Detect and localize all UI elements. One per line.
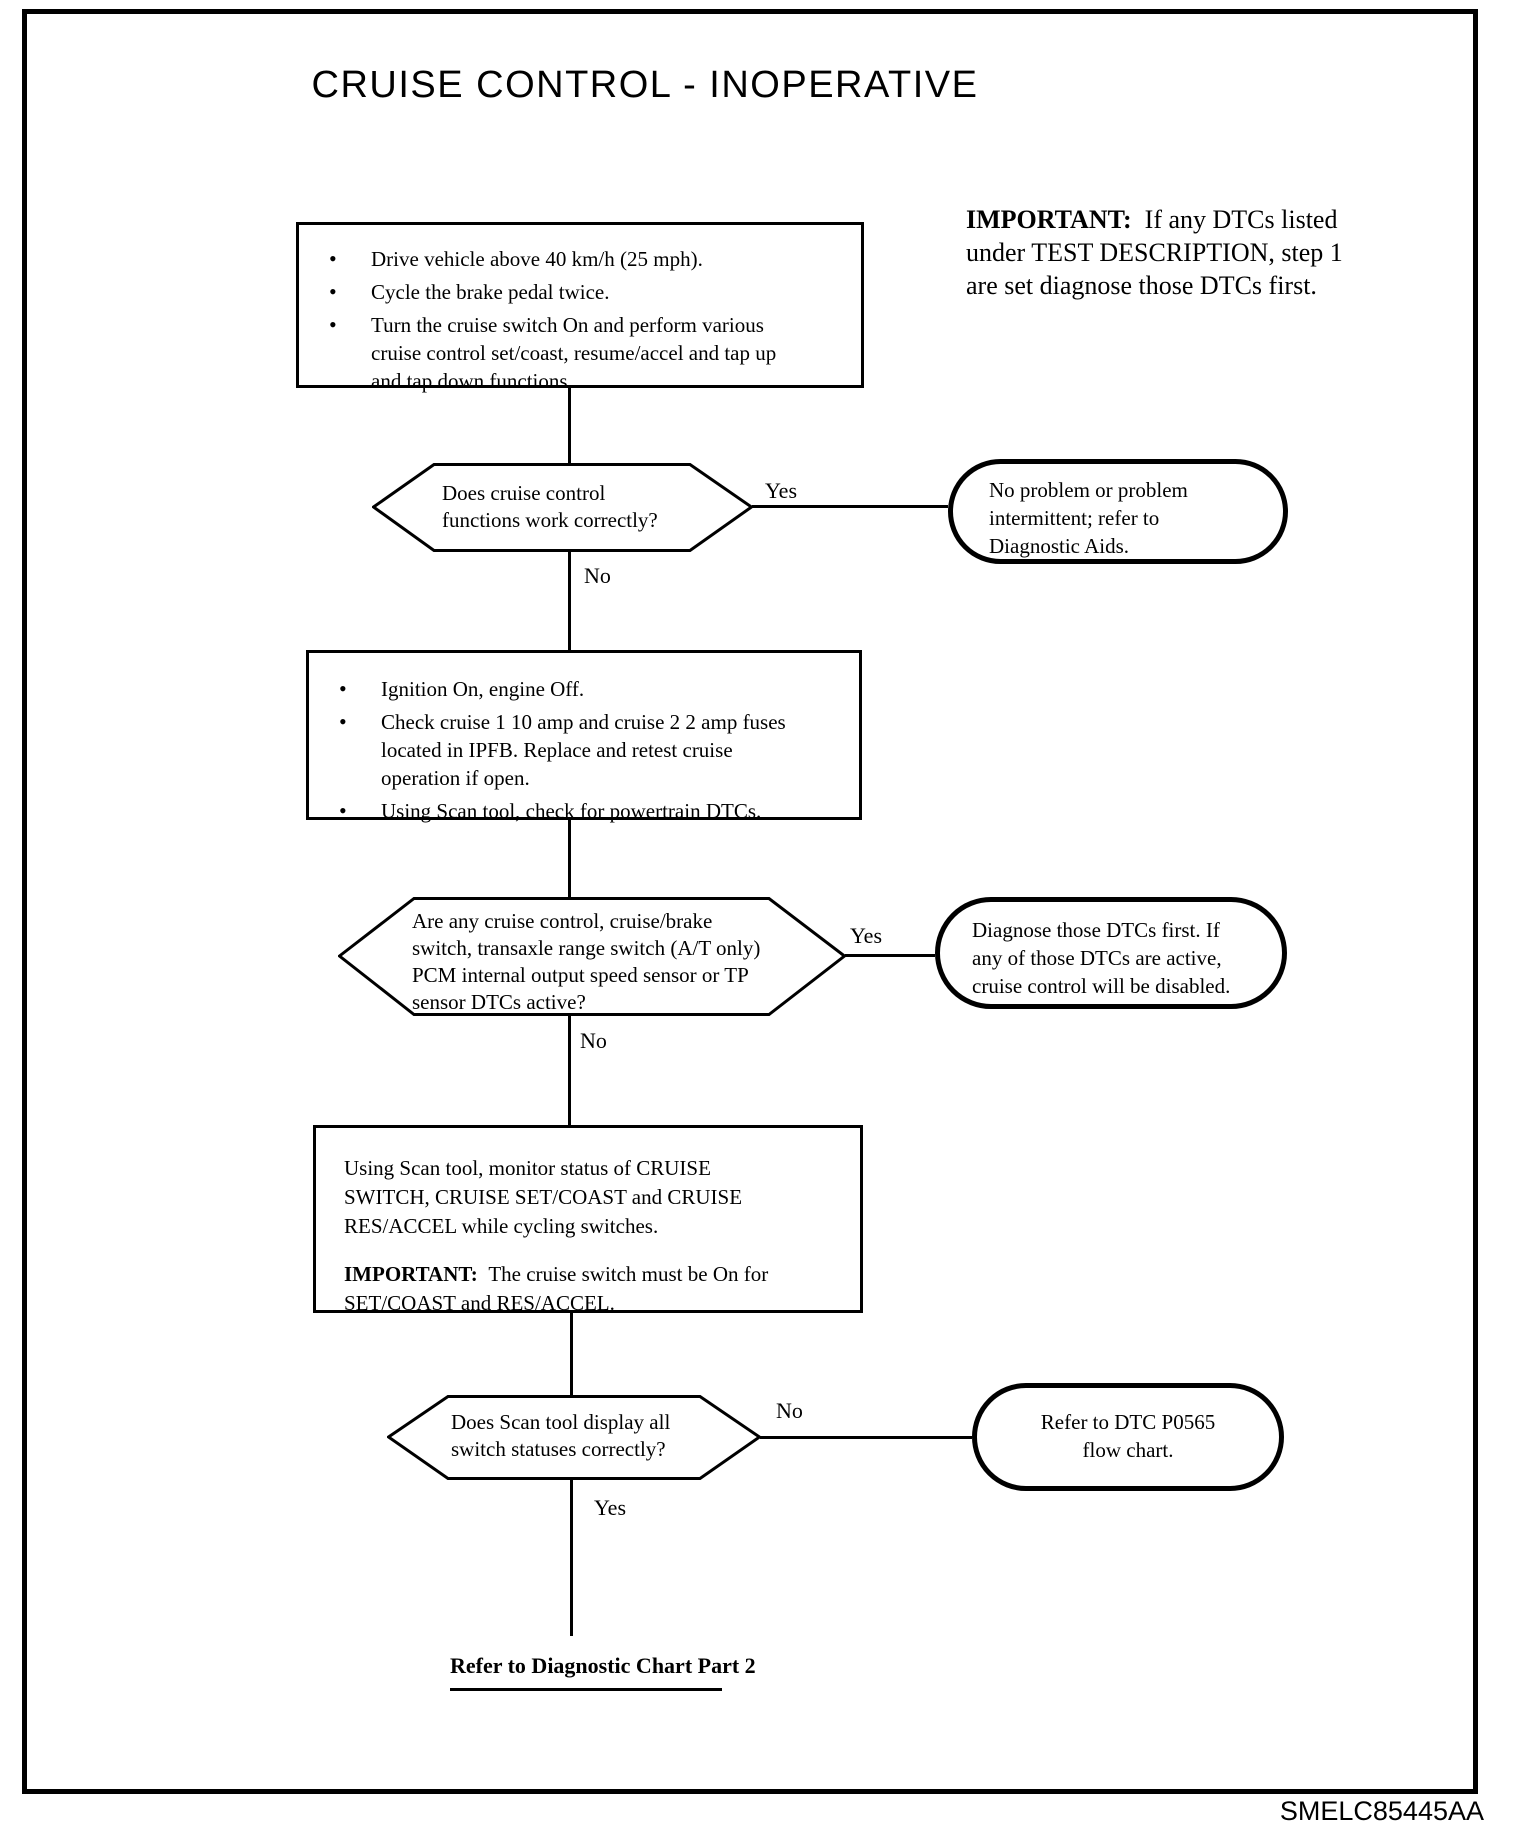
terminal1-stadium: No problem or problem intermittent; refe… xyxy=(948,459,1288,564)
step2-line: located in IPFB. Replace and retest crui… xyxy=(381,738,733,762)
bullet-icon: • xyxy=(339,676,347,701)
step2-line: Ignition On, engine Off. xyxy=(381,677,585,701)
terminal3-line: Refer to DTC P0565 xyxy=(1040,1410,1216,1434)
step3-line: RES/ACCEL while cycling switches. xyxy=(344,1214,659,1238)
important-note: IMPORTANT: If any DTCs listed under TEST… xyxy=(966,203,1396,302)
decision3-question: Does Scan tool display all switch status… xyxy=(451,1409,670,1463)
decision1-line: functions work correctly? xyxy=(442,508,658,532)
step2-box: • Ignition On, engine Off. • Check cruis… xyxy=(306,650,862,823)
decision3-yes-label: Yes xyxy=(594,1495,627,1520)
decision3-line: Does Scan tool display all xyxy=(451,1410,671,1434)
decision3-no-label: No xyxy=(776,1398,803,1423)
decision2-line: sensor DTCs active? xyxy=(412,990,586,1014)
terminal1-line: intermittent; refer to xyxy=(989,506,1160,530)
important-note-line-2: under TEST DESCRIPTION, step 1 xyxy=(966,238,1343,267)
bullet-icon: • xyxy=(329,246,337,271)
step1-line: and tap down functions. xyxy=(371,369,573,393)
step1-line: Drive vehicle above 40 km/h (25 mph). xyxy=(371,247,703,271)
terminal2-stadium: Diagnose those DTCs first. If any of tho… xyxy=(935,897,1287,1009)
connector-line xyxy=(760,1436,972,1439)
list-item: • Drive vehicle above 40 km/h (25 mph). xyxy=(329,245,847,273)
connector-line xyxy=(568,388,571,463)
step1-line: cruise control set/coast, resume/accel a… xyxy=(371,341,777,365)
terminal3-line: flow chart. xyxy=(1082,1438,1174,1462)
terminal3-stadium: Refer to DTC P0565 flow chart. xyxy=(972,1383,1284,1491)
step2-line: operation if open. xyxy=(381,766,530,790)
decision1-line: Does cruise control xyxy=(442,481,606,505)
decision2-no-label: No xyxy=(580,1028,607,1053)
step1-box: • Drive vehicle above 40 km/h (25 mph). … xyxy=(296,222,864,393)
decision3-hexagon: Does Scan tool display all switch status… xyxy=(387,1395,761,1480)
decision2-hexagon: Are any cruise control, cruise/brake swi… xyxy=(338,897,846,1016)
footer-reference: Refer to Diagnostic Chart Part 2 xyxy=(450,1653,756,1691)
terminal2-line: Diagnose those DTCs first. If xyxy=(972,918,1220,942)
list-item: • Turn the cruise switch On and perform … xyxy=(329,311,847,395)
decision3-line: switch statuses correctly? xyxy=(451,1437,666,1461)
decision1-hexagon: Does cruise control functions work corre… xyxy=(372,463,753,552)
important-note-label: IMPORTANT: xyxy=(966,205,1132,234)
step1-line: Turn the cruise switch On and perform va… xyxy=(371,313,764,337)
list-item: • Cycle the brake pedal twice. xyxy=(329,278,847,306)
connector-line xyxy=(570,1479,573,1636)
hexagon-shape xyxy=(372,463,753,552)
terminal2-line: cruise control will be disabled. xyxy=(972,974,1231,998)
decision2-yes-label: Yes xyxy=(850,923,883,948)
page-title: CRUISE CONTROL - INOPERATIVE xyxy=(311,64,979,106)
bullet-icon: • xyxy=(339,798,347,823)
decision2-line: switch, transaxle range switch (A/T only… xyxy=(412,936,761,960)
terminal2-line: any of those DTCs are active, xyxy=(972,946,1222,970)
decision2-question: Are any cruise control, cruise/brake swi… xyxy=(412,908,760,1016)
connector-line xyxy=(845,954,935,957)
step1-line: Cycle the brake pedal twice. xyxy=(371,280,610,304)
hexagon-shape xyxy=(338,897,846,1016)
step3-box: Using Scan tool, monitor status of CRUIS… xyxy=(313,1125,863,1315)
decision2-line: PCM internal output speed sensor or TP xyxy=(412,963,749,987)
important-note-line-3: are set diagnose those DTCs first. xyxy=(966,271,1317,300)
decision1-no-label: No xyxy=(584,563,611,588)
step2-line: Check cruise 1 10 amp and cruise 2 2 amp… xyxy=(381,710,786,734)
step3-paragraph: Using Scan tool, monitor status of CRUIS… xyxy=(344,1154,840,1241)
list-item: • Ignition On, engine Off. xyxy=(339,675,849,703)
hexagon-shape xyxy=(387,1395,761,1480)
list-item: • Check cruise 1 10 amp and cruise 2 2 a… xyxy=(339,708,849,792)
terminal1-line: Diagnostic Aids. xyxy=(989,534,1129,558)
important-note-line-1: If any DTCs listed xyxy=(1144,205,1338,234)
bullet-icon: • xyxy=(329,312,337,337)
connector-line xyxy=(568,820,571,897)
step3-important-label: IMPORTANT: xyxy=(344,1262,478,1286)
terminal1-line: No problem or problem xyxy=(989,478,1188,502)
bullet-icon: • xyxy=(339,709,347,734)
step3-line: SET/COAST and RES/ACCEL. xyxy=(344,1291,615,1315)
step3-important-paragraph: IMPORTANT: The cruise switch must be On … xyxy=(344,1260,840,1318)
step2-line: Using Scan tool, check for powertrain DT… xyxy=(381,799,762,823)
document-id: SMELC85445AA xyxy=(1279,1796,1484,1826)
step3-line: Using Scan tool, monitor status of CRUIS… xyxy=(344,1156,711,1180)
decision1-question: Does cruise control functions work corre… xyxy=(442,480,658,534)
connector-line xyxy=(752,505,948,508)
page-border xyxy=(22,9,1478,1794)
connector-line xyxy=(568,1015,571,1125)
bullet-icon: • xyxy=(329,279,337,304)
step3-line: The cruise switch must be On for xyxy=(488,1262,769,1286)
decision2-line: Are any cruise control, cruise/brake xyxy=(412,909,713,933)
list-item: • Using Scan tool, check for powertrain … xyxy=(339,797,849,825)
connector-line xyxy=(570,1313,573,1395)
step3-line: SWITCH, CRUISE SET/COAST and CRUISE xyxy=(344,1185,743,1209)
connector-line xyxy=(568,551,571,650)
decision1-yes-label: Yes xyxy=(765,478,798,503)
